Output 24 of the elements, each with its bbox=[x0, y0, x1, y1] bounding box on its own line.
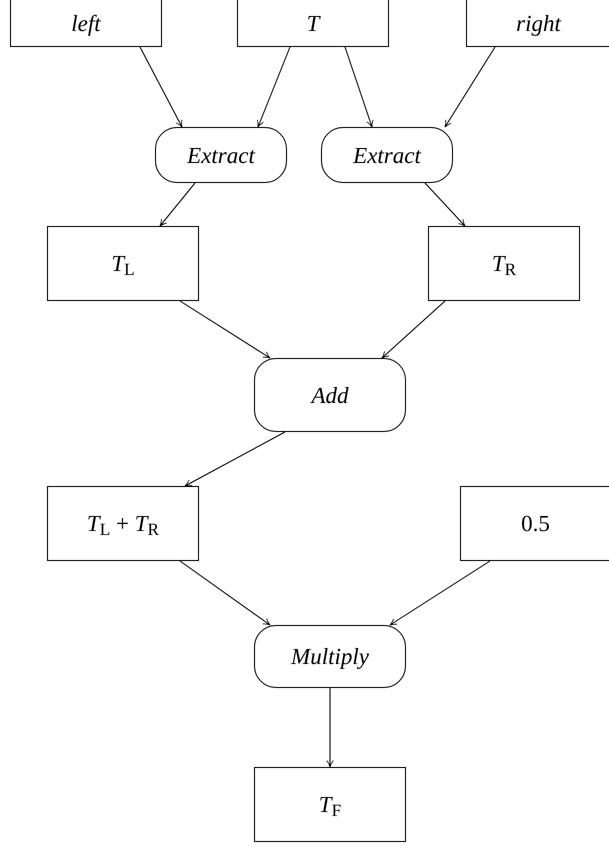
operation-box bbox=[321, 127, 453, 183]
value-box bbox=[47, 486, 199, 561]
operation-box bbox=[155, 127, 287, 183]
node-label: Extract bbox=[187, 144, 255, 166]
node-label: T$_{L}$ bbox=[111, 252, 135, 275]
input-box bbox=[237, 0, 389, 47]
input-box bbox=[466, 0, 609, 47]
value-box bbox=[47, 226, 199, 301]
node-label: T$_{L}$ + T$_{R}$ bbox=[86, 512, 160, 535]
input-box bbox=[10, 0, 162, 47]
node-label: 0.5 bbox=[521, 512, 550, 535]
node-label: Extract bbox=[353, 144, 421, 166]
node-label: right bbox=[516, 12, 561, 34]
operation-box bbox=[254, 625, 406, 688]
node-label: T bbox=[306, 12, 320, 34]
node-label: Multiply bbox=[291, 645, 369, 668]
value-box bbox=[428, 226, 580, 301]
value-box bbox=[460, 486, 609, 561]
output-box bbox=[254, 767, 406, 842]
operation-box bbox=[254, 358, 406, 432]
node-label: Add bbox=[311, 384, 349, 406]
node-label: T$_{R}$ bbox=[492, 252, 516, 275]
node-label: left bbox=[71, 12, 101, 34]
node-label: T$_{F}$ bbox=[318, 793, 342, 816]
